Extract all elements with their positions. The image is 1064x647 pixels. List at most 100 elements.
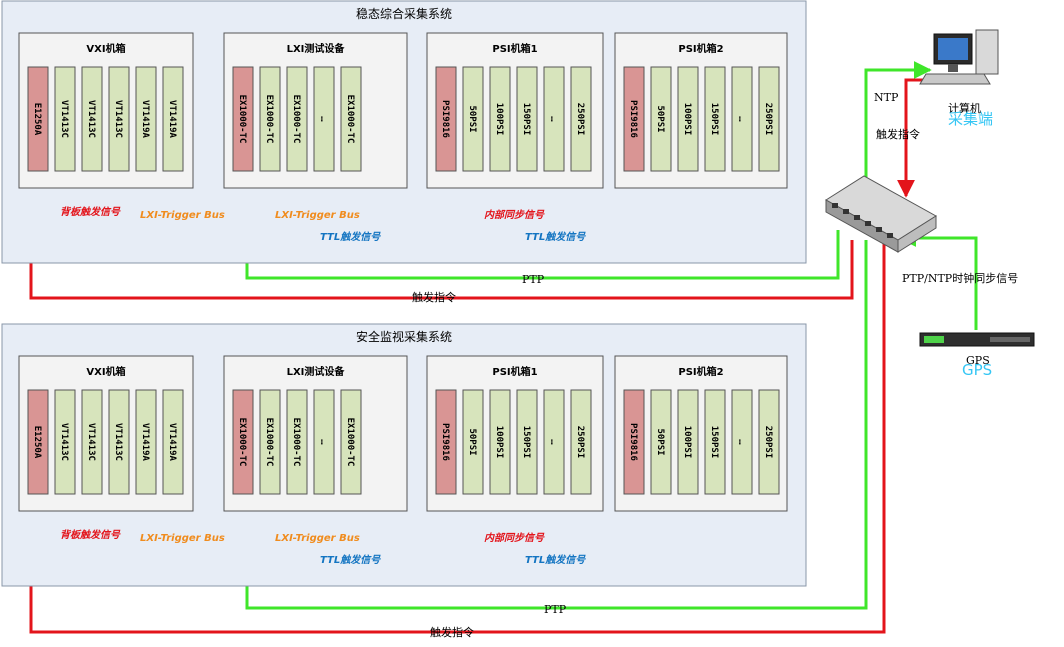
- card-label: EX1000-TC: [291, 95, 301, 144]
- chassis-title: PSI机箱2: [678, 365, 723, 378]
- chassis-title: LXI测试设备: [287, 365, 346, 378]
- network-switch-icon: [825, 175, 937, 253]
- card-label: E1250A: [32, 103, 42, 136]
- card-label: VT1413C: [86, 100, 96, 138]
- io-card: [489, 66, 511, 172]
- trigger-label-system1: 触发指令: [412, 290, 456, 304]
- card-label: E1250A: [32, 426, 42, 459]
- label-lxi-trigger-bus-2: LXI-Trigger Bus: [275, 533, 360, 544]
- io-card: [650, 66, 672, 172]
- controller-card: [435, 66, 457, 172]
- io-card: [570, 66, 592, 172]
- label-lxi-trigger-bus-2: LXI-Trigger Bus: [275, 210, 360, 221]
- card-label: VT1419A: [140, 100, 150, 139]
- card-label: EX1000-TC: [237, 418, 247, 467]
- card-label: 250PSI: [575, 426, 585, 459]
- switch-port: [887, 233, 893, 238]
- monitor-stand: [948, 64, 958, 72]
- io-card: [162, 66, 184, 172]
- io-card: [81, 389, 103, 495]
- trigger-label-system2: 触发指令: [430, 625, 474, 639]
- card-label: PSI9816: [628, 100, 638, 138]
- io-card: [516, 66, 538, 172]
- card-label: …: [736, 116, 746, 122]
- card-label: 150PSI: [521, 103, 531, 136]
- card-label: VT1413C: [86, 423, 96, 461]
- card-label: PSI9816: [440, 100, 450, 138]
- ntp-label: NTP: [874, 91, 899, 104]
- switch-side: [897, 215, 937, 253]
- chassis-title: PSI机箱2: [678, 42, 723, 55]
- card-label: …: [318, 439, 328, 445]
- switch-port: [854, 215, 860, 220]
- chassis-title: LXI测试设备: [287, 42, 346, 55]
- trigger-cmd-label: 触发指令: [876, 127, 920, 141]
- card-label: EX1000-TC: [237, 95, 247, 144]
- label-internal-sync: 内部同步信号: [484, 209, 545, 221]
- controller-card: [623, 389, 645, 495]
- gps-receiver-icon: [919, 332, 1035, 347]
- io-card: [650, 389, 672, 495]
- io-card: [108, 66, 130, 172]
- io-card: [758, 66, 780, 172]
- system-title: 稳态综合采集系统: [356, 6, 452, 21]
- io-card: [340, 389, 362, 495]
- card-label: 100PSI: [494, 426, 504, 459]
- switch-port: [843, 209, 849, 214]
- collector-label: 采集端: [948, 110, 993, 128]
- io-card: [340, 66, 362, 172]
- controller-card: [27, 389, 49, 495]
- card-label: EX1000-TC: [291, 418, 301, 467]
- card-label: PSI9816: [628, 423, 638, 461]
- io-card: [313, 389, 335, 495]
- keyboard: [919, 73, 991, 85]
- io-card: [758, 389, 780, 495]
- io-card: [313, 66, 335, 172]
- io-card: [54, 66, 76, 172]
- monitor-screen: [938, 38, 968, 60]
- switch-port: [832, 203, 838, 208]
- card-label: EX1000-TC: [345, 95, 355, 144]
- io-card: [731, 389, 753, 495]
- switch-port: [865, 221, 871, 226]
- io-card: [81, 66, 103, 172]
- card-label: VT1413C: [59, 423, 69, 461]
- card-label: 100PSI: [682, 103, 692, 136]
- card-label: VT1419A: [140, 423, 150, 462]
- io-card: [543, 389, 565, 495]
- card-label: …: [736, 439, 746, 445]
- io-card: [286, 66, 308, 172]
- card-label: …: [548, 439, 558, 445]
- io-card: [543, 66, 565, 172]
- chassis-title: VXI机箱: [86, 42, 125, 55]
- card-label: PSI9816: [440, 423, 450, 461]
- ntp-wire: [864, 61, 932, 185]
- card-label: 250PSI: [575, 103, 585, 136]
- label-lxi-trigger-bus: LXI-Trigger Bus: [140, 210, 225, 221]
- card-label: VT1413C: [59, 100, 69, 138]
- io-card: [704, 66, 726, 172]
- label-ttl-trigger-2: TTL触发信号: [525, 231, 586, 243]
- gps-label: GPS: [966, 354, 990, 367]
- io-card: [259, 66, 281, 172]
- gps-panel: [990, 337, 1030, 342]
- io-card: [286, 389, 308, 495]
- switch-port: [876, 227, 882, 232]
- label-ttl-trigger-2: TTL触发信号: [525, 554, 586, 566]
- chassis-title: PSI机箱1: [492, 42, 537, 55]
- card-label: 250PSI: [763, 426, 773, 459]
- card-label: 250PSI: [763, 103, 773, 136]
- tower: [975, 29, 999, 75]
- label-ttl-trigger: TTL触发信号: [320, 231, 381, 243]
- io-card: [162, 389, 184, 495]
- label-internal-sync: 内部同步信号: [484, 532, 545, 544]
- card-label: VT1413C: [113, 100, 123, 138]
- card-label: EX1000-TC: [264, 95, 274, 144]
- io-card: [677, 66, 699, 172]
- io-card: [462, 389, 484, 495]
- card-label: …: [318, 116, 328, 122]
- controller-card: [435, 389, 457, 495]
- sync-signal-label: PTP/NTP时钟同步信号: [902, 271, 1018, 285]
